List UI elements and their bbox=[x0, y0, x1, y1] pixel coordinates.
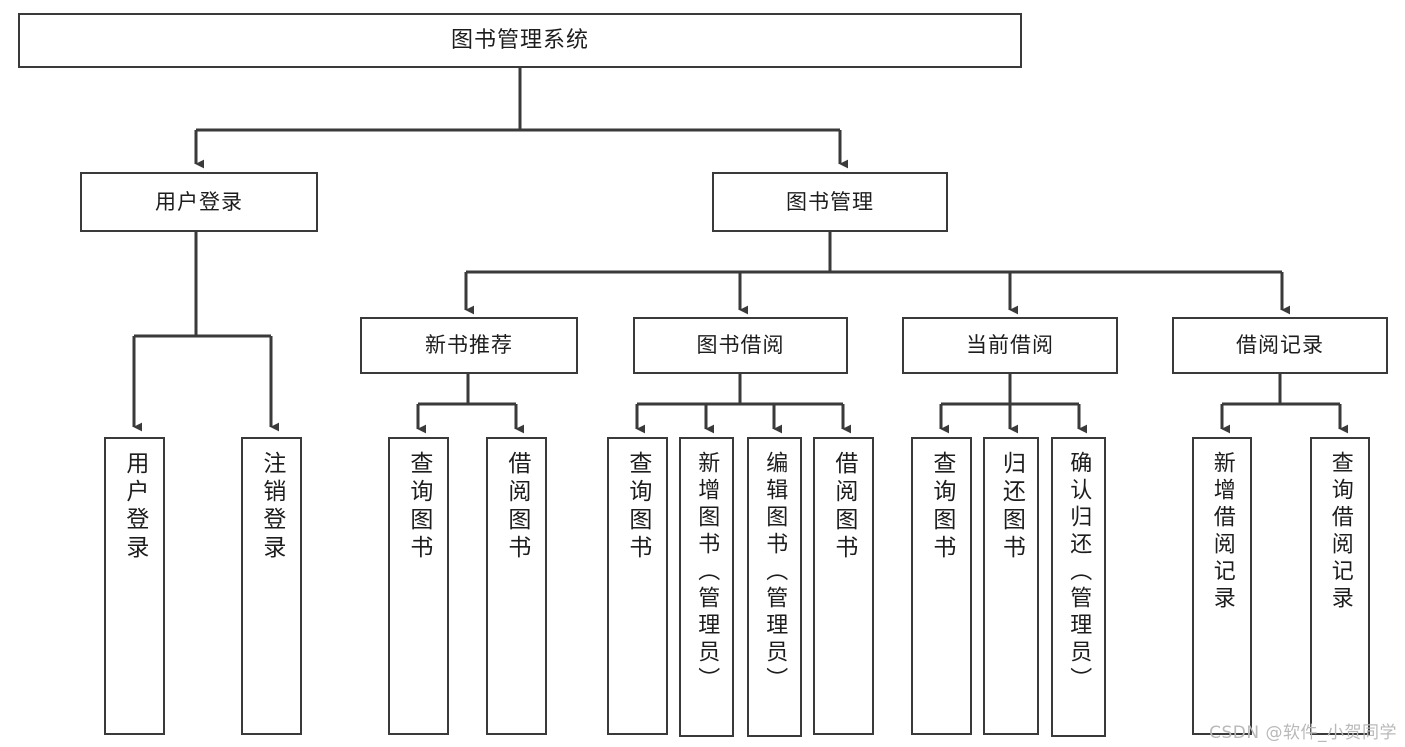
node-label: 新书推荐 bbox=[425, 333, 513, 358]
node-label: 查询图书 bbox=[405, 451, 432, 563]
leaf-new-book-borrow[interactable]: 借阅图书 bbox=[486, 437, 547, 735]
leaf-book-borrow-add[interactable]: 新增图书（管理员） bbox=[679, 437, 734, 737]
leaf-new-book-query[interactable]: 查询图书 bbox=[388, 437, 449, 735]
node-label: 查询借阅记录 bbox=[1327, 451, 1353, 613]
node-label: 新增图书（管理员） bbox=[694, 451, 720, 694]
leaf-book-borrow-borrow[interactable]: 借阅图书 bbox=[813, 437, 874, 735]
node-user-login[interactable]: 用户登录 bbox=[80, 172, 318, 232]
leaf-book-borrow-edit[interactable]: 编辑图书（管理员） bbox=[747, 437, 802, 737]
node-label: 图书管理系统 bbox=[450, 27, 589, 53]
node-label: 图书管理 bbox=[786, 189, 874, 214]
node-label: 查询图书 bbox=[624, 451, 651, 563]
node-label: 借阅图书 bbox=[503, 451, 530, 563]
leaf-user-login-logout[interactable]: 注销登录 bbox=[241, 437, 302, 735]
node-root-system[interactable]: 图书管理系统 bbox=[18, 13, 1022, 68]
leaf-current-borrow-return[interactable]: 归还图书 bbox=[983, 437, 1039, 735]
node-current-borrow[interactable]: 当前借阅 bbox=[902, 317, 1118, 374]
leaf-borrow-record-query[interactable]: 查询借阅记录 bbox=[1310, 437, 1370, 735]
node-label: 当前借阅 bbox=[966, 333, 1054, 358]
node-label: 确认归还（管理员） bbox=[1066, 451, 1092, 694]
node-new-book-recommend[interactable]: 新书推荐 bbox=[360, 317, 578, 374]
leaf-current-borrow-query[interactable]: 查询图书 bbox=[911, 437, 972, 735]
node-label: 用户登录 bbox=[155, 189, 243, 214]
node-label: 用户登录 bbox=[121, 451, 148, 563]
watermark: CSDN @软件_小贺同学 bbox=[1209, 723, 1397, 743]
leaf-book-borrow-query[interactable]: 查询图书 bbox=[607, 437, 668, 735]
leaf-borrow-record-add[interactable]: 新增借阅记录 bbox=[1192, 437, 1252, 735]
node-label: 借阅图书 bbox=[830, 451, 857, 563]
leaf-current-borrow-confirm-return[interactable]: 确认归还（管理员） bbox=[1051, 437, 1106, 737]
node-label: 新增借阅记录 bbox=[1209, 451, 1235, 613]
node-book-borrow[interactable]: 图书借阅 bbox=[633, 317, 848, 374]
leaf-user-login-login[interactable]: 用户登录 bbox=[104, 437, 165, 735]
node-label: 查询图书 bbox=[928, 451, 955, 563]
node-label: 归还图书 bbox=[998, 451, 1025, 563]
node-borrow-record[interactable]: 借阅记录 bbox=[1172, 317, 1388, 374]
node-label: 借阅记录 bbox=[1236, 333, 1324, 358]
node-label: 图书借阅 bbox=[696, 333, 785, 358]
node-book-management[interactable]: 图书管理 bbox=[712, 172, 948, 232]
node-label: 编辑图书（管理员） bbox=[762, 451, 788, 694]
node-label: 注销登录 bbox=[258, 451, 285, 563]
